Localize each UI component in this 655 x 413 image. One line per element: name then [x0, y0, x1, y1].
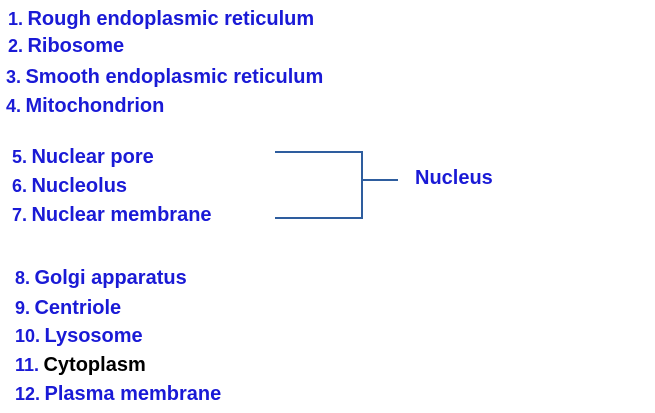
item-number: 7.: [12, 205, 28, 225]
nucleus-label: Nucleus: [415, 167, 493, 189]
item-7: 7. Nuclear membrane: [12, 204, 212, 227]
item-8: 8. Golgi apparatus: [15, 267, 187, 290]
item-label: Nuclear pore: [31, 146, 154, 168]
item-number: 3.: [6, 67, 22, 87]
item-number: 11.: [15, 355, 40, 375]
item-number: 9.: [15, 298, 31, 318]
item-number: 2.: [8, 36, 24, 56]
item-label: Golgi apparatus: [34, 267, 187, 289]
item-4: 4. Mitochondrion: [6, 95, 164, 118]
item-10: 10. Lysosome: [15, 325, 143, 348]
bracket-line: [275, 151, 363, 219]
item-number: 6.: [12, 176, 28, 196]
item-label: Nucleolus: [31, 175, 128, 197]
item-label: Smooth endoplasmic reticulum: [25, 66, 324, 88]
item-number: 10.: [15, 326, 41, 346]
item-6: 6. Nucleolus: [12, 175, 127, 198]
item-label: Rough endoplasmic reticulum: [27, 8, 315, 30]
item-number: 8.: [15, 268, 31, 288]
item-12: 12. Plasma membrane: [15, 383, 221, 406]
item-label: Mitochondrion: [25, 95, 165, 117]
item-11: 11. Cytoplasm: [15, 354, 146, 377]
item-label: Cytoplasm: [43, 354, 146, 376]
item-label: Ribosome: [27, 35, 125, 57]
item-3: 3. Smooth endoplasmic reticulum: [6, 66, 323, 89]
item-9: 9. Centriole: [15, 297, 121, 320]
item-label: Centriole: [34, 297, 122, 319]
item-number: 5.: [12, 147, 28, 167]
item-2: 2. Ribosome: [8, 35, 124, 58]
item-1: 1. Rough endoplasmic reticulum: [8, 8, 314, 31]
item-number: 4.: [6, 96, 22, 116]
item-number: 12.: [15, 384, 41, 404]
item-5: 5. Nuclear pore: [12, 146, 154, 169]
item-label: Plasma membrane: [44, 383, 222, 405]
item-label: Nuclear membrane: [31, 204, 212, 226]
item-number: 1.: [8, 9, 24, 29]
item-label: Lysosome: [44, 325, 143, 347]
